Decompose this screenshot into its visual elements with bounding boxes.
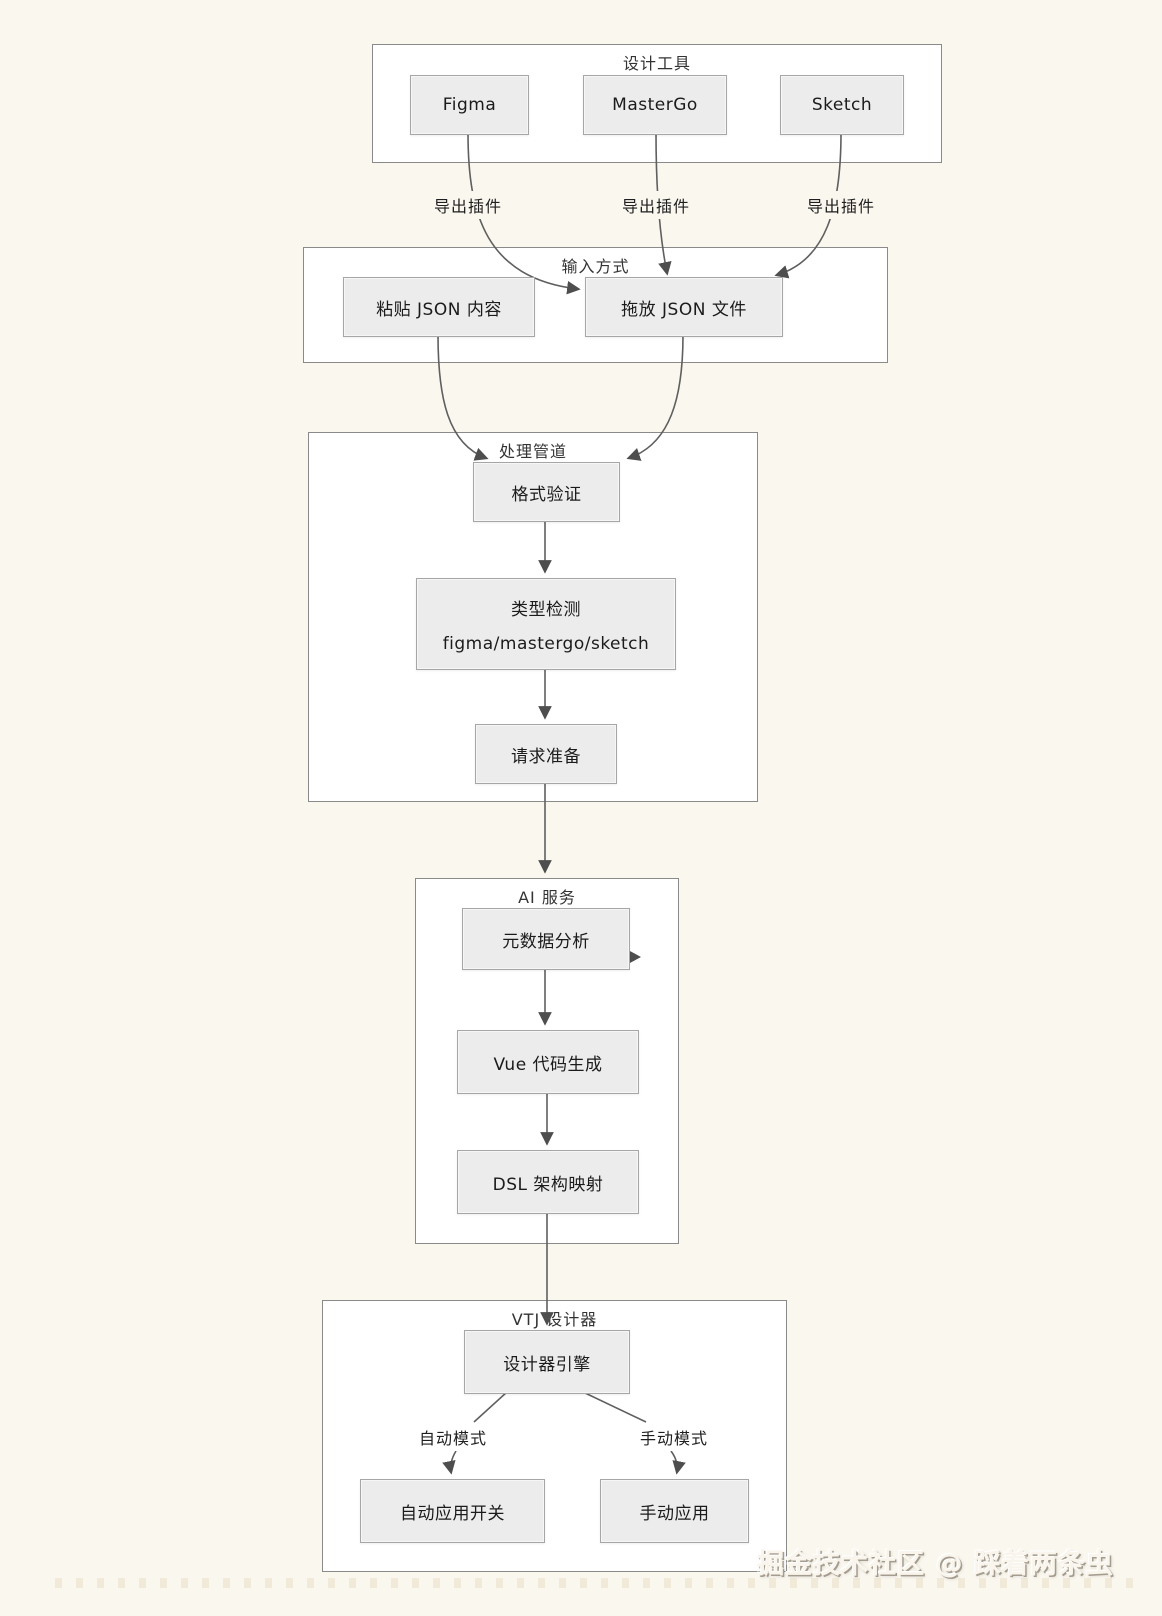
edge-label-manual-mode: 手动模式 [634, 1423, 714, 1451]
node-designer-engine: 设计器引擎 [464, 1330, 630, 1394]
container-input-methods-title: 输入方式 [561, 257, 630, 276]
node-type-detection-line2: figma/mastergo/sketch [442, 633, 650, 654]
node-figma: Figma [410, 75, 529, 135]
node-paste-json: 粘贴 JSON 内容 [343, 277, 535, 337]
edge-label-export-plugin-figma: 导出插件 [428, 191, 508, 219]
node-type-detection-line1: 类型检测 [511, 599, 581, 620]
container-vtj-designer-title: VTJ 设计器 [511, 1310, 598, 1329]
node-vue-code-generation: Vue 代码生成 [457, 1030, 639, 1094]
container-processing-pipeline-title: 处理管道 [498, 442, 567, 461]
node-auto-apply-switch: 自动应用开关 [360, 1479, 545, 1543]
edge-label-export-plugin-sketch: 导出插件 [801, 191, 881, 219]
node-manual-apply: 手动应用 [600, 1479, 749, 1543]
edge-label-auto-mode: 自动模式 [413, 1423, 493, 1451]
node-format-validation: 格式验证 [473, 462, 620, 522]
node-dsl-schema-mapping: DSL 架构映射 [457, 1150, 639, 1214]
container-design-tools-title: 设计工具 [622, 54, 691, 73]
node-metadata-analysis: 元数据分析 [462, 908, 630, 970]
node-mastergo: MasterGo [583, 75, 727, 135]
watermark-text: 掘金技术社区 @ 踩着两条虫 [757, 1549, 1114, 1580]
node-request-preparation: 请求准备 [475, 724, 617, 784]
watermark-dots-row [55, 1578, 1140, 1588]
node-drop-json-file: 拖放 JSON 文件 [585, 277, 783, 337]
node-sketch: Sketch [780, 75, 904, 135]
container-ai-service-title: AI 服务 [518, 888, 576, 907]
edge-label-export-plugin-mastergo: 导出插件 [616, 191, 696, 219]
node-type-detection: 类型检测 figma/mastergo/sketch [416, 578, 676, 670]
